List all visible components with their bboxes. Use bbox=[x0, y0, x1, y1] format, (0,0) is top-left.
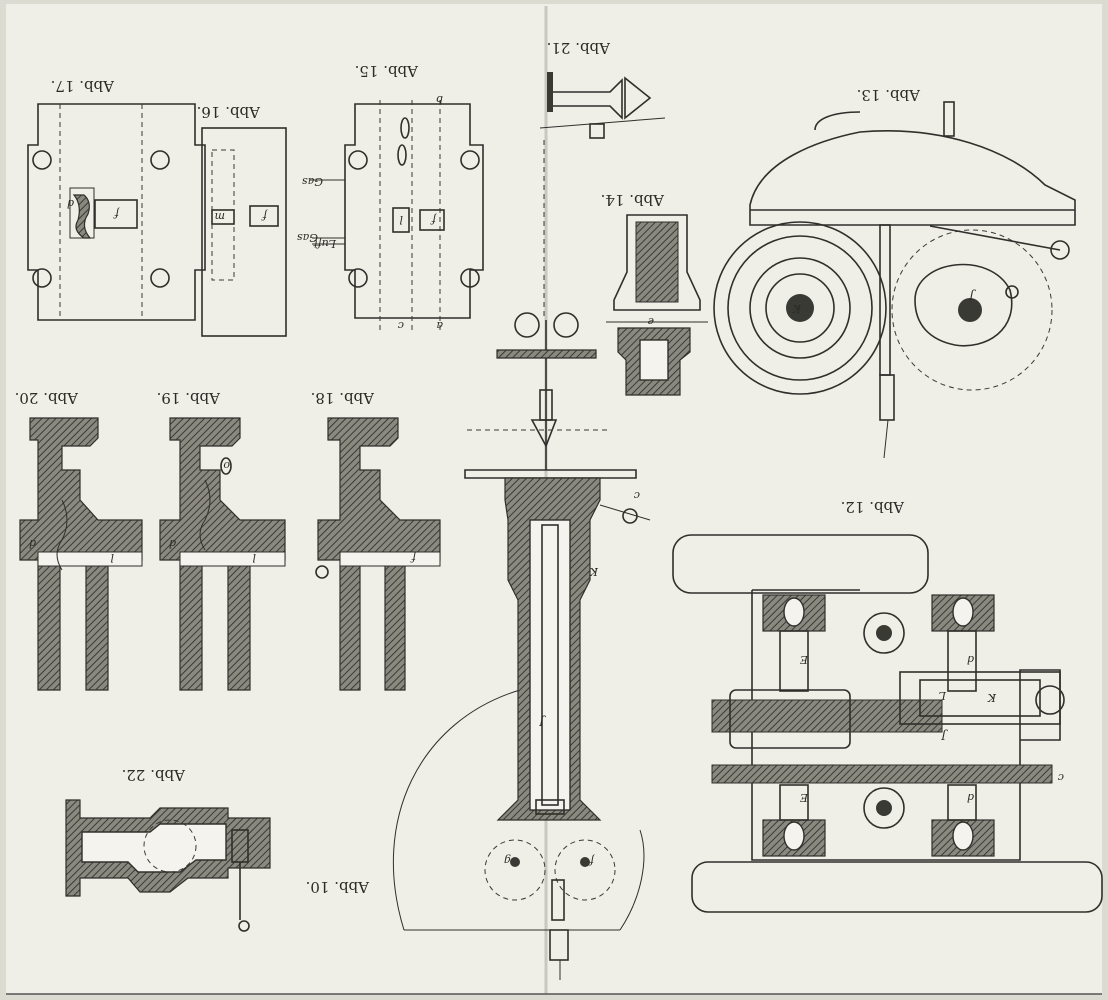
letter-m-abb16: m bbox=[215, 210, 225, 223]
letter-d-abb17: d bbox=[67, 197, 74, 210]
letter-l-abb15: l bbox=[399, 213, 403, 226]
label-abb-16: Abb. 16. bbox=[197, 103, 261, 121]
letter-E-abb12-upper: E bbox=[800, 653, 809, 666]
letter-K-abb10: K bbox=[589, 565, 599, 578]
annotation-luft: Luft bbox=[313, 237, 337, 250]
letter-l-abb19: l bbox=[252, 551, 256, 564]
figure-abb-10 bbox=[392, 312, 651, 980]
letter-e-abb14: e bbox=[647, 315, 654, 328]
figure-abb-20 bbox=[19, 417, 143, 691]
letter-l-abb20: l bbox=[110, 551, 114, 564]
figure-abb-13 bbox=[713, 101, 1076, 459]
label-abb-19: Abb. 19. bbox=[157, 389, 221, 407]
annotation-gas-lower: Gas bbox=[297, 231, 318, 244]
letter-d-abb19: d bbox=[169, 537, 176, 550]
letter-f-abb15: f bbox=[430, 213, 437, 226]
letter-K-abb13: K bbox=[792, 302, 802, 315]
letter-L-abb12: L bbox=[939, 689, 947, 702]
letter-f-abb17: f bbox=[113, 207, 120, 220]
letter-f-abb10-right: f bbox=[588, 854, 595, 867]
figure-abb-22 bbox=[65, 799, 271, 932]
letter-f-abb16: f bbox=[261, 209, 268, 222]
figure-abb-18 bbox=[315, 417, 441, 691]
letter-o-abb19: o bbox=[223, 459, 230, 472]
letter-d-abb12-upper: d bbox=[967, 653, 974, 666]
figure-abb-15 bbox=[310, 100, 484, 330]
letter-J-abb12: J bbox=[941, 729, 948, 742]
letter-K-abb12: K bbox=[987, 691, 997, 704]
figure-abb-19 bbox=[159, 417, 286, 691]
label-abb-14: Abb. 14. bbox=[601, 191, 665, 209]
letter-d-abb20: d bbox=[29, 537, 36, 550]
figure-abb-14 bbox=[606, 214, 708, 396]
figure-abb-21 bbox=[539, 72, 666, 320]
figure-abb-17 bbox=[27, 103, 206, 321]
label-abb-12: Abb. 12. bbox=[841, 498, 905, 516]
label-abb-13: Abb. 13. bbox=[857, 86, 921, 104]
label-abb-10: Abb. 10. bbox=[306, 878, 370, 896]
label-abb-21: Abb. 21. bbox=[547, 39, 611, 57]
letter-c-abb10: c bbox=[634, 489, 640, 502]
letter-b-abb15: b bbox=[436, 93, 443, 106]
letter-J-abb13: J bbox=[969, 289, 976, 302]
figure-abb-12 bbox=[672, 534, 1103, 913]
letter-J-abb10: J bbox=[539, 715, 546, 728]
letter-E-abb12-lower: E bbox=[800, 791, 809, 804]
letter-g-abb10-left: g bbox=[504, 854, 511, 867]
annotation-gas-upper: Gas bbox=[302, 175, 323, 188]
letter-a-abb15: a bbox=[436, 319, 443, 332]
label-abb-18: Abb. 18. bbox=[311, 389, 375, 407]
letter-d-abb12-lower: d bbox=[967, 791, 974, 804]
figure-abb-16 bbox=[201, 127, 287, 337]
label-abb-20: Abb. 20. bbox=[15, 389, 79, 407]
label-abb-22: Abb. 22. bbox=[122, 766, 186, 784]
letter-c-abb12: c bbox=[1058, 771, 1064, 784]
label-abb-15: Abb. 15. bbox=[355, 62, 419, 80]
label-abb-17: Abb. 17. bbox=[51, 77, 115, 95]
letter-c-abb15: c bbox=[398, 319, 404, 332]
letter-f-abb18: f bbox=[410, 551, 417, 564]
